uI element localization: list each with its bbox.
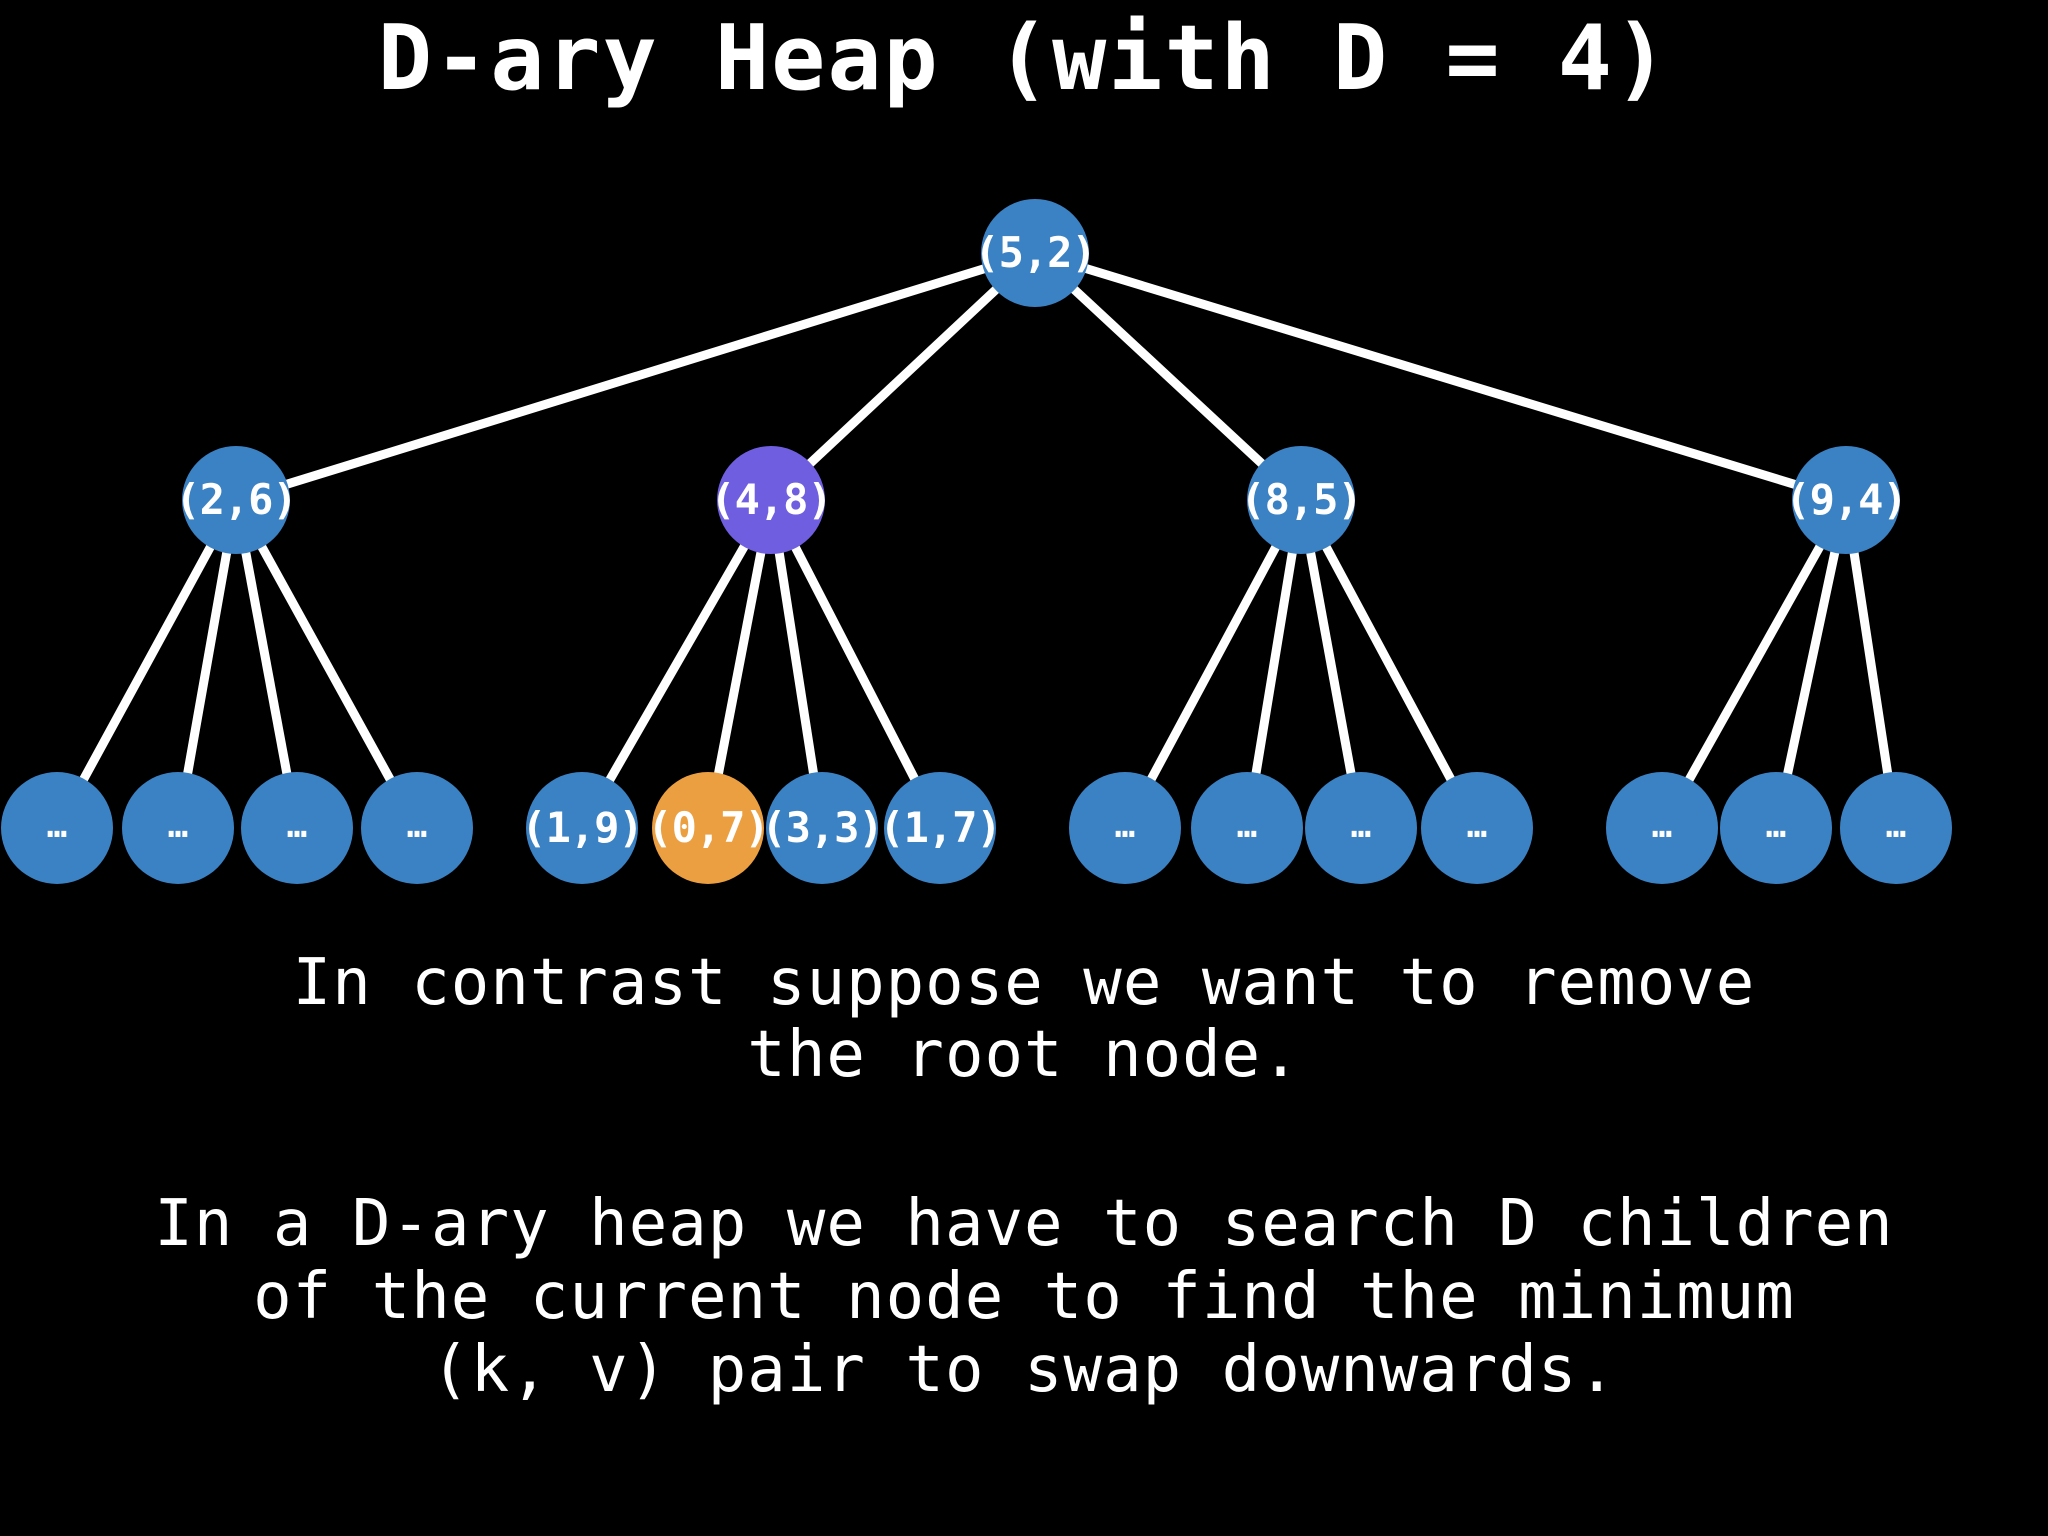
tree-edge bbox=[77, 541, 216, 785]
tree-edge bbox=[789, 542, 921, 784]
tree-node-l3[interactable]: … bbox=[241, 772, 353, 884]
tree-node-n8[interactable]: (8,5) bbox=[1240, 446, 1363, 554]
tree-edge bbox=[1849, 548, 1893, 778]
tree-edge bbox=[282, 263, 989, 490]
page-title: D-ary Heap (with D = 4) bbox=[377, 6, 1671, 111]
tree-edge bbox=[1305, 548, 1357, 778]
node-ellipsis-label: … bbox=[46, 806, 68, 846]
tree-node-l7[interactable]: (3,3) bbox=[761, 772, 884, 884]
node-ellipsis-label: … bbox=[1350, 806, 1372, 846]
node-pair-label: (9,4) bbox=[1785, 475, 1907, 524]
node-ellipsis-label: … bbox=[1885, 806, 1907, 846]
tree-edge bbox=[256, 541, 396, 785]
tree-edge bbox=[1068, 283, 1268, 470]
node-ellipsis-label: … bbox=[1466, 806, 1488, 846]
tree-edge bbox=[1081, 263, 1800, 490]
node-ellipsis-label: … bbox=[1651, 806, 1673, 846]
tree-edge bbox=[1145, 541, 1282, 785]
dary-heap-diagram: (5,2)(2,6)(4,8)(8,5)(9,4)…………(1,9)(0,7)(… bbox=[1, 199, 1952, 884]
node-ellipsis-label: … bbox=[167, 806, 189, 846]
tree-edge bbox=[774, 548, 819, 778]
node-pair-label: (2,6) bbox=[175, 475, 297, 524]
tree-edge bbox=[713, 548, 766, 778]
tree-node-l8[interactable]: (1,7) bbox=[879, 772, 1002, 884]
node-pair-label: (0,7) bbox=[647, 803, 769, 852]
tree-edges bbox=[77, 263, 1893, 786]
node-pair-label: (5,2) bbox=[974, 228, 1096, 277]
tree-node-l10[interactable]: … bbox=[1191, 772, 1303, 884]
tree-node-l6[interactable]: (0,7) bbox=[647, 772, 770, 884]
tree-node-l1[interactable]: … bbox=[1, 772, 113, 884]
node-ellipsis-label: … bbox=[1114, 806, 1136, 846]
node-pair-label: (8,5) bbox=[1240, 475, 1362, 524]
caption-remove-root: In contrast suppose we want to remove th… bbox=[292, 946, 1756, 1092]
tree-node-n2[interactable]: (2,6) bbox=[175, 446, 298, 554]
tree-edge bbox=[604, 541, 750, 786]
tree-node-n9[interactable]: (9,4) bbox=[1785, 446, 1908, 554]
tree-edge bbox=[240, 548, 292, 778]
tree-node-l13[interactable]: … bbox=[1606, 772, 1718, 884]
node-pair-label: (3,3) bbox=[761, 803, 883, 852]
node-ellipsis-label: … bbox=[1765, 806, 1787, 846]
node-pair-label: (4,8) bbox=[710, 475, 832, 524]
tree-edge bbox=[182, 548, 232, 778]
tree-edge bbox=[1683, 541, 1826, 785]
node-ellipsis-label: … bbox=[1236, 806, 1258, 846]
tree-edge bbox=[1782, 547, 1840, 779]
node-ellipsis-label: … bbox=[286, 806, 308, 846]
node-ellipsis-label: … bbox=[406, 806, 428, 846]
tree-node-l9[interactable]: … bbox=[1069, 772, 1181, 884]
caption-search-children: In a D-ary heap we have to search D chil… bbox=[154, 1187, 1894, 1407]
tree-node-l5[interactable]: (1,9) bbox=[521, 772, 644, 884]
tree-edge bbox=[804, 283, 1002, 470]
tree-node-root[interactable]: (5,2) bbox=[974, 199, 1097, 307]
tree-node-l4[interactable]: … bbox=[361, 772, 473, 884]
tree-edge bbox=[1251, 548, 1298, 778]
node-pair-label: (1,7) bbox=[879, 803, 1001, 852]
node-pair-label: (1,9) bbox=[521, 803, 643, 852]
tree-edge bbox=[1320, 541, 1457, 785]
tree-node-l12[interactable]: … bbox=[1421, 772, 1533, 884]
tree-node-l2[interactable]: … bbox=[122, 772, 234, 884]
tree-node-l15[interactable]: … bbox=[1840, 772, 1952, 884]
tree-node-n4[interactable]: (4,8) bbox=[710, 446, 833, 554]
tree-node-l14[interactable]: … bbox=[1720, 772, 1832, 884]
tree-node-l11[interactable]: … bbox=[1305, 772, 1417, 884]
